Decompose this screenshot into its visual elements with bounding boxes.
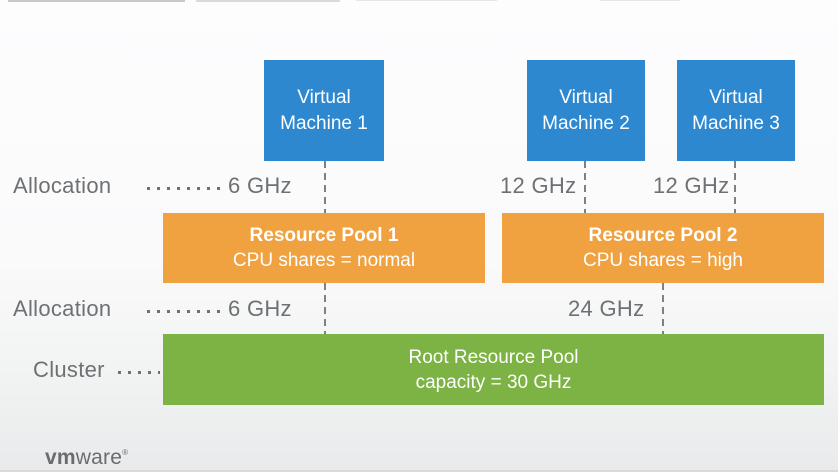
vmware-logo: vmware®	[45, 442, 128, 468]
vm2-connector-line	[584, 161, 586, 213]
top-artifact-bar	[356, 0, 497, 1]
vm1-allocation-value: 6 GHz	[228, 173, 292, 198]
top-artifact-bar	[196, 0, 340, 2]
top-artifact-bar	[600, 0, 680, 1]
allocation-row1-label: Allocation	[13, 173, 112, 198]
vm3-label-line2: Machine 3	[692, 112, 780, 134]
cluster-label: Cluster	[33, 357, 105, 382]
pool1-connector-line	[324, 283, 326, 334]
vm3-connector-line	[734, 161, 736, 213]
resource-pool-2-subtitle: CPU shares = high	[583, 250, 743, 271]
root-resource-pool-title: Root Resource Pool	[408, 346, 579, 368]
resource-pool-1-box: Resource Pool 1 CPU shares = normal	[163, 213, 485, 283]
vm1-box: Virtual Machine 1	[264, 60, 384, 161]
vm2-box: Virtual Machine 2	[527, 60, 645, 161]
root-resource-pool-box: Root Resource Pool capacity = 30 GHz	[163, 334, 824, 405]
root-resource-pool-subtitle: capacity = 30 GHz	[415, 371, 572, 393]
vm3-label-line1: Virtual	[709, 86, 763, 108]
vm2-label-line1: Virtual	[559, 86, 613, 108]
vmware-logo-registered-mark: ®	[122, 448, 129, 457]
top-artifact-bar	[8, 0, 185, 2]
allocation-row2-label: Allocation	[13, 296, 112, 321]
vm3-allocation-value: 12 GHz	[653, 173, 730, 198]
pool1-allocation-value: 6 GHz	[228, 296, 292, 321]
vm3-box: Virtual Machine 3	[677, 60, 795, 161]
allocation-row2-leader-dots	[147, 310, 221, 313]
vm1-label-line1: Virtual	[297, 86, 351, 108]
resource-pool-2-title: Resource Pool 2	[588, 225, 738, 246]
pool2-allocation-value: 24 GHz	[568, 296, 645, 321]
vm2-label-line2: Machine 2	[542, 112, 630, 134]
vm1-connector-line	[324, 161, 326, 213]
cluster-leader-dots	[118, 371, 160, 374]
vmware-logo-vm: vm	[45, 446, 76, 469]
resource-pool-1-title: Resource Pool 1	[249, 225, 399, 246]
pool2-connector-line	[662, 283, 664, 334]
vm1-label-line2: Machine 1	[280, 112, 368, 134]
allocation-row1-leader-dots	[147, 187, 221, 190]
bottom-artifact-strip	[0, 470, 838, 472]
vm2-allocation-value: 12 GHz	[500, 173, 577, 198]
vmware-logo-ware: ware	[75, 446, 123, 469]
resource-pool-1-subtitle: CPU shares = normal	[232, 250, 416, 271]
resource-pool-2-box: Resource Pool 2 CPU shares = high	[502, 213, 824, 283]
